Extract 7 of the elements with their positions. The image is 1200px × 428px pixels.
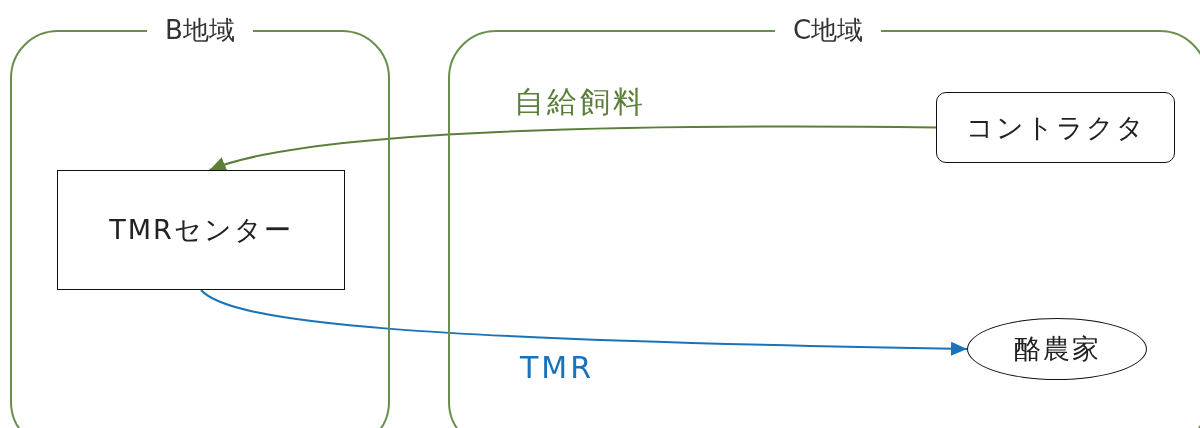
process-box: TMRセンター (57, 170, 345, 290)
region-heading: C地域 (774, 15, 882, 45)
actor-box: コントラクタ (936, 92, 1175, 163)
arrow (200, 289, 968, 356)
arrow (208, 125, 937, 172)
actor-ellipse: 酪農家 (967, 318, 1147, 380)
region-heading: B地域 (147, 15, 253, 45)
